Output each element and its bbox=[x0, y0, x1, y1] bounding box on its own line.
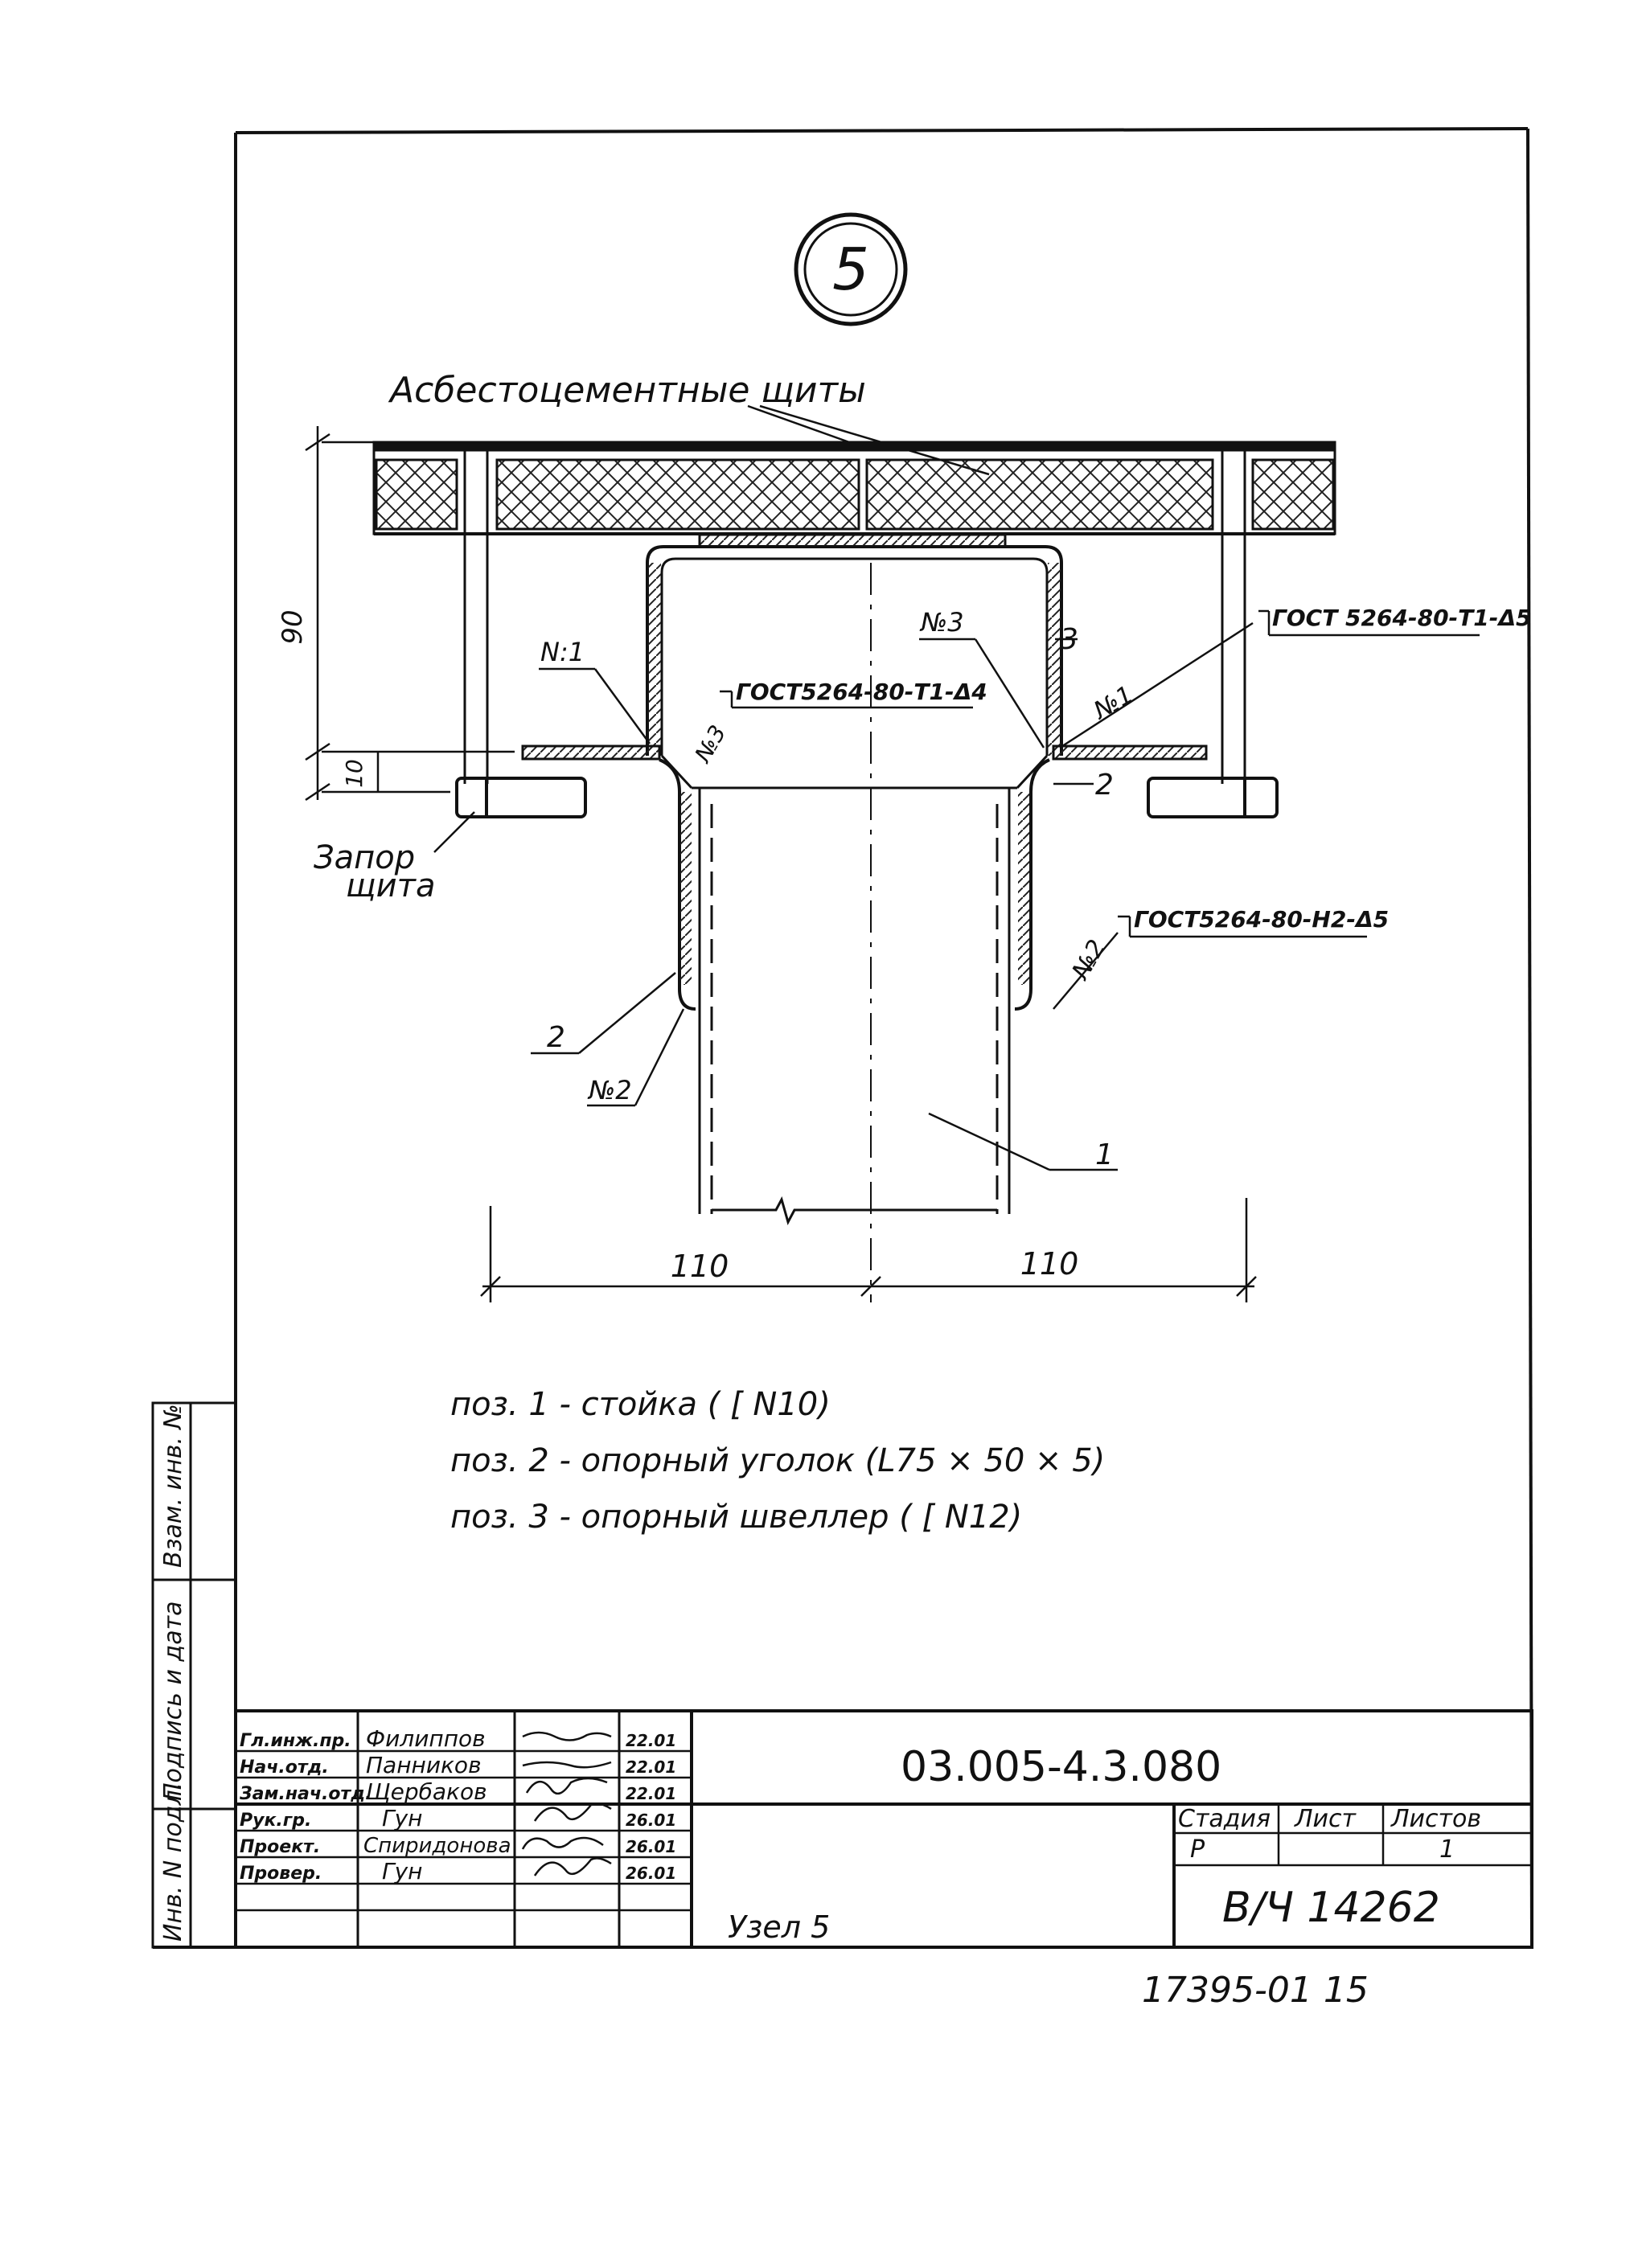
deck bbox=[372, 441, 1336, 535]
gost-2: ГОСТ5264-80-Т1-Δ4 bbox=[736, 679, 987, 705]
lock-leader bbox=[433, 811, 475, 853]
sig-name-0: Филиппов bbox=[366, 1725, 486, 1752]
node-number: 5 bbox=[832, 236, 869, 303]
weld-n1-left: N:1 bbox=[540, 637, 585, 667]
lock-label-2: щита bbox=[346, 867, 435, 904]
sig-date-0: 22.01 bbox=[626, 1731, 676, 1750]
side-stamp-inv: Инв. N подл. bbox=[159, 1782, 187, 1942]
sig-role-5: Провер. bbox=[240, 1864, 322, 1884]
sig-date-1: 22.01 bbox=[626, 1757, 676, 1777]
signature-scribbles bbox=[521, 1731, 612, 1876]
side-stamp-podpis: Подпись и дата bbox=[159, 1602, 187, 1802]
side-stamp-vzam: Взам. инв. № bbox=[159, 1404, 187, 1568]
gost-1: ГОСТ 5264-80-Т1-Δ5 bbox=[1272, 605, 1532, 631]
sig-name-3: Гун bbox=[382, 1805, 422, 1831]
signature-rows: Гл.инж.пр. Филиппов 22.01 Нач.отд. Панни… bbox=[239, 1725, 676, 1885]
title-block bbox=[234, 1709, 1533, 1949]
sheets-header: Листов bbox=[1390, 1805, 1481, 1833]
dim-10: 10 bbox=[341, 759, 367, 788]
note-3: поз. 3 - опорный швеллер ( [ N12) bbox=[450, 1499, 1022, 1536]
pos-label-1: 1 bbox=[1095, 1138, 1114, 1171]
sig-date-4: 26.01 bbox=[626, 1837, 676, 1856]
dim-110-right: 110 bbox=[1020, 1246, 1079, 1282]
weld-n2-left: №2 bbox=[587, 1075, 632, 1105]
pos-label-2-right: 2 bbox=[1095, 769, 1114, 802]
sig-date-3: 26.01 bbox=[626, 1811, 676, 1830]
dim-90: 90 bbox=[277, 609, 309, 644]
asbestos-label: Асбестоцементные щиты bbox=[388, 370, 866, 411]
stage-value: Р bbox=[1190, 1835, 1205, 1864]
doc-code: 03.005-4.3.080 bbox=[901, 1743, 1221, 1791]
dim-horizontal bbox=[480, 1198, 1257, 1302]
side-stamp bbox=[151, 1401, 237, 1949]
sheets-value: 1 bbox=[1439, 1835, 1455, 1864]
note-1: поз. 1 - стойка ( [ N10) bbox=[450, 1386, 831, 1423]
sig-name-5: Гун bbox=[382, 1858, 422, 1885]
weld-leaders bbox=[531, 609, 1480, 1171]
taper bbox=[660, 754, 1049, 789]
dim-vertical bbox=[305, 426, 563, 802]
gost-3: ГОСТ5264-80-Н2-Δ5 bbox=[1134, 906, 1389, 933]
weld-n3-left: №3 bbox=[688, 720, 731, 768]
weld-n1-right: №1 bbox=[1088, 680, 1139, 725]
sig-date-5: 26.01 bbox=[626, 1864, 676, 1883]
sig-role-2: Зам.нач.отд. bbox=[239, 1784, 372, 1804]
unit-label: В/Ч 14262 bbox=[1222, 1884, 1440, 1932]
sig-name-1: Панников bbox=[366, 1752, 482, 1778]
side-posts bbox=[463, 450, 1246, 784]
stage-header: Стадия bbox=[1178, 1805, 1271, 1833]
channel-pos3 bbox=[646, 533, 1063, 756]
sheet-header: Лист bbox=[1294, 1805, 1357, 1833]
pos-label-3: 3 bbox=[1060, 623, 1078, 656]
dim-110-left: 110 bbox=[671, 1249, 729, 1284]
footer-number: 17395-01 15 bbox=[1142, 1970, 1369, 2011]
pos-label-2-left: 2 bbox=[547, 1021, 565, 1054]
sig-role-0: Гл.инж.пр. bbox=[240, 1731, 351, 1751]
post-pos1 bbox=[659, 758, 1050, 1225]
weld-n2-right: №2 bbox=[1066, 935, 1111, 986]
sig-role-1: Нач.отд. bbox=[240, 1757, 329, 1778]
lock-label-1: Запор bbox=[314, 839, 415, 876]
shield-locks bbox=[455, 777, 1279, 818]
sig-name-2: Щербаков bbox=[366, 1778, 487, 1805]
sig-name-4: Спиридонова bbox=[363, 1834, 511, 1858]
sig-date-2: 22.01 bbox=[626, 1784, 676, 1803]
weld-n3-top: №3 bbox=[919, 607, 964, 638]
node-circle bbox=[794, 212, 908, 326]
node-name: Узел 5 bbox=[728, 1909, 830, 1945]
sig-role-4: Проект. bbox=[240, 1837, 320, 1857]
support-angles bbox=[521, 744, 1208, 761]
note-2: поз. 2 - опорный уголок (L75 × 50 × 5) bbox=[450, 1442, 1105, 1479]
sig-role-3: Рук.гр. bbox=[240, 1811, 311, 1831]
